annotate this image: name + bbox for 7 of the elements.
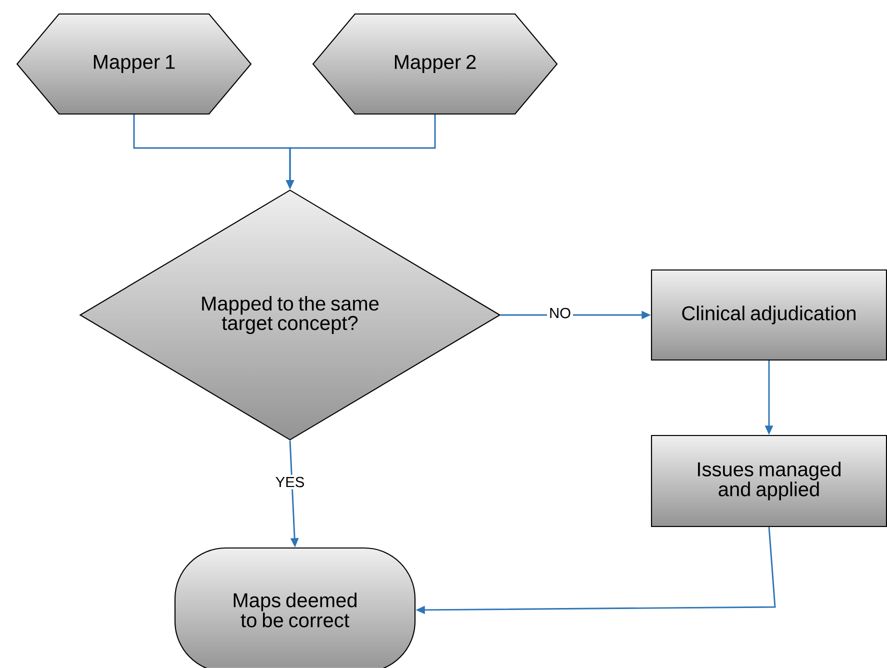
hexagon-box: Mapper 1 [16, 13, 252, 115]
terminal-box: Maps deemed to be correct [174, 547, 416, 668]
process-box: Issues managed and applied [650, 434, 887, 528]
hexagon-box: Mapper 2 [312, 13, 558, 115]
edge-label: NO [547, 306, 573, 320]
edge-label: YES [273, 474, 307, 490]
process-box: Clinical adjudication [650, 269, 887, 361]
